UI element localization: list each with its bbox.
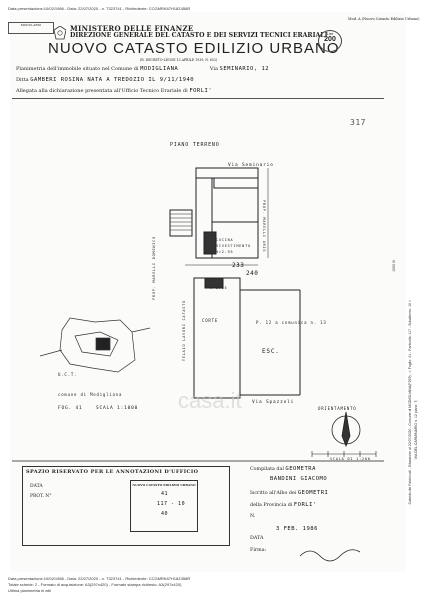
registered-value: GEOMETRI bbox=[297, 490, 329, 496]
location-map-outline bbox=[59, 317, 136, 373]
office-line: Allegata alla dichiarazione presentata a… bbox=[16, 88, 212, 94]
province-value: FORLI' bbox=[293, 502, 317, 508]
via-label: Via bbox=[209, 66, 218, 72]
office-annotations-title: SPAZIO RISERVATO PER LE ANNOTAZIONI D'UF… bbox=[26, 469, 199, 475]
watermark: casa.it bbox=[178, 388, 242, 413]
corridor-outline bbox=[193, 277, 241, 399]
margin-note: 317 bbox=[350, 118, 366, 127]
side-text-2: VIA DEL CARMINARIO n. 12 piano: T; bbox=[414, 400, 418, 460]
office-label: Allegata alla dichiarazione presentata a… bbox=[16, 88, 188, 94]
owner-value: GAMBERI ROSINA NATA A TREDOZIO IL 9/11/1… bbox=[30, 77, 195, 83]
corte-label: CORTE bbox=[202, 318, 219, 323]
stamp-title: NUOVO CATASTO EDILIZIO URBANO bbox=[132, 483, 196, 487]
decree-text: (R. DECRETO-LEGGE 13 APRILE 1939, N. 652… bbox=[140, 58, 218, 62]
room-kitchen: CUCINA bbox=[216, 238, 234, 242]
form-box-label: MODULARIO bbox=[20, 23, 42, 27]
building-outline bbox=[195, 167, 259, 259]
footer-meta-2: Totale schede: 2 - Formato di acquisizio… bbox=[8, 582, 182, 587]
direction-title: DIREZIONE GENERALE DEL CATASTO E DEI SER… bbox=[70, 32, 328, 39]
scala-label: SCALA 1:1000 bbox=[96, 406, 139, 411]
height-label: H=2.95 bbox=[216, 250, 234, 254]
street-bottom-label: Via Spazzoli bbox=[252, 400, 295, 405]
footer-meta-3: Ultima planimetria in atti bbox=[8, 588, 51, 593]
area-number-2: 240 bbox=[246, 270, 259, 277]
comune-value: MODIGLIANA bbox=[140, 66, 179, 72]
prop-left-label: PROP. MARELLI DOMENICO bbox=[152, 236, 156, 300]
footer-meta-1: Data presentazione:10/02/1986 - Data: 22… bbox=[8, 576, 191, 581]
office-annotations-box bbox=[22, 466, 230, 546]
stamp-value-2: 117 - 10 bbox=[157, 501, 186, 507]
comune-label: comune di Modigliana bbox=[58, 392, 123, 397]
stamp-value-1: 41 bbox=[161, 491, 169, 497]
compiler-name: BANDINI GIACOMO bbox=[270, 476, 328, 482]
wall-line bbox=[213, 177, 259, 189]
area-number: 233 bbox=[232, 262, 245, 269]
ministry-title: MINISTERO DELLE FINANZE bbox=[70, 24, 194, 33]
prop-right-label: PROP. MARELLI ARIS bbox=[262, 200, 266, 253]
scale-bar bbox=[311, 451, 377, 457]
form-box: MODULARIO bbox=[8, 22, 54, 34]
location-label: Planimetria dell'immobile situato nel Co… bbox=[16, 66, 139, 72]
road-line bbox=[39, 327, 151, 357]
floor-label: PIANO TERRENO bbox=[170, 142, 220, 148]
uct-label: U.C.T. bbox=[58, 372, 78, 377]
page-title: NUOVO CATASTO EDILIZIO URBANO bbox=[48, 40, 340, 57]
lire-stamp: Lire 200 bbox=[318, 30, 342, 52]
page-number: 1000 III bbox=[392, 260, 396, 272]
owner-line: Ditta GAMBERI ROSINA NATA A TREDOZIO IL … bbox=[16, 77, 194, 83]
province-line: della Provincia di FORLI' bbox=[250, 502, 317, 508]
staircase-outline bbox=[169, 209, 193, 237]
via-value: SEMINARIO, 12 bbox=[219, 66, 270, 72]
registered-line: Iscritto all'Albo dei GEOMETRI bbox=[250, 490, 328, 496]
esc-label: ESC. bbox=[262, 348, 280, 355]
scale-label: SCALA DI 1:200 bbox=[330, 457, 371, 461]
dark-block bbox=[204, 277, 224, 289]
office-value: FORLI' bbox=[189, 88, 213, 94]
registered-label: Iscritto all'Albo dei bbox=[250, 491, 297, 496]
side-text: Catasto dei Fabbricati - Situazione al 2… bbox=[408, 300, 412, 505]
province-label: della Provincia di bbox=[250, 503, 293, 508]
compiled-by-label: Compilata dal bbox=[250, 467, 284, 472]
stamp-value-3: 40 bbox=[161, 511, 169, 517]
location-line: Planimetria dell'immobile situato nel Co… bbox=[16, 66, 269, 72]
annotation-label: P. 12 a comunica n. 13 bbox=[256, 320, 327, 325]
subject-parcel bbox=[95, 337, 111, 351]
owner-label: Ditta bbox=[16, 77, 29, 83]
republic-emblem-icon bbox=[54, 26, 66, 40]
signature-mark bbox=[299, 549, 361, 562]
foglio-label: FOG. 41 bbox=[58, 406, 83, 411]
date-label: DATA bbox=[250, 536, 264, 541]
cadastral-sheet bbox=[10, 12, 406, 572]
prot-label: PROT. N° bbox=[30, 494, 52, 499]
header-meta: Data presentazione:10/02/1986 - Data: 22… bbox=[8, 6, 191, 11]
parcel-outline bbox=[74, 331, 119, 357]
compiler-line: Compilata dal GEOMETRA bbox=[250, 466, 316, 472]
telaio-label: TELAIO LAVORI CATASTO bbox=[182, 300, 186, 362]
signature-label: Firma: bbox=[250, 548, 267, 553]
street-top-label: Via Seminario bbox=[228, 163, 274, 168]
room-label: RIVESTIMENTO bbox=[216, 244, 251, 248]
office-stamp: NUOVO CATASTO EDILIZIO URBANO 41 117 - 1… bbox=[130, 480, 198, 532]
height-label-2: H=2.85 bbox=[210, 286, 228, 290]
date-stamp: 3 FEB. 1986 bbox=[276, 526, 318, 532]
form-code: Mod. A (Nuovo Catasto Edilizio Urbano) bbox=[348, 17, 420, 21]
stair-block bbox=[203, 231, 217, 255]
header-divider bbox=[12, 98, 384, 99]
lire-value: 200 bbox=[324, 36, 336, 43]
profession-value: GEOMETRA bbox=[285, 466, 316, 472]
compass-icon bbox=[331, 411, 361, 448]
lire-label: Lire bbox=[326, 31, 334, 36]
data-label: DATA bbox=[30, 484, 43, 489]
n-label: N. bbox=[250, 514, 256, 519]
orientation-label: ORIENTAMENTO bbox=[318, 406, 357, 411]
